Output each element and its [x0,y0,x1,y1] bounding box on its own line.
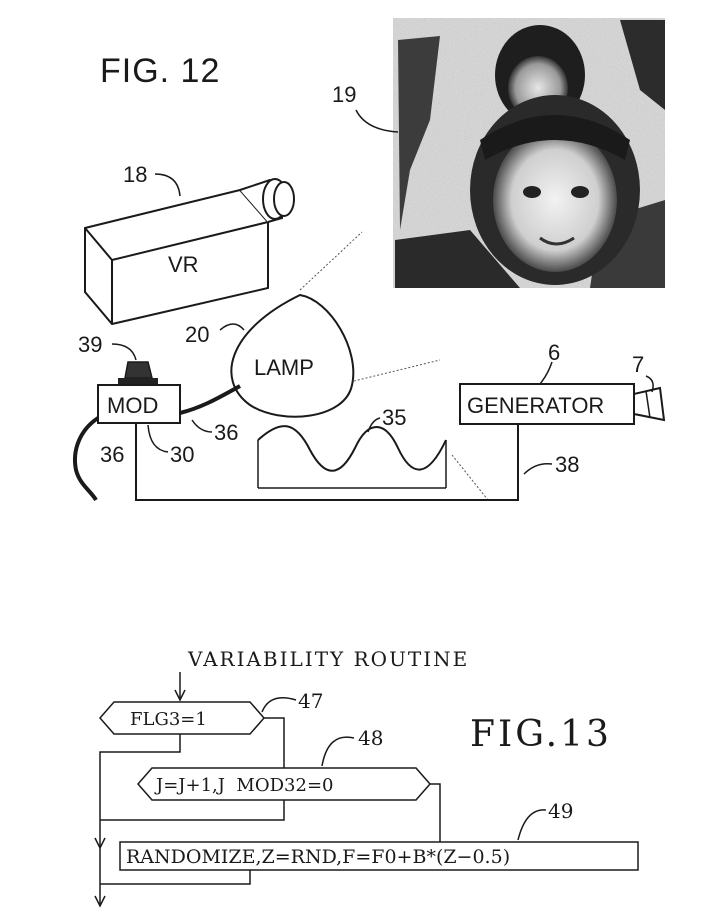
ref-18: 18 [123,162,147,187]
fig13-heading: VARIABILITY ROUTINE [187,647,469,671]
cord-36-left [73,416,100,502]
light-line-upper [299,231,363,291]
photo-image [393,18,665,288]
step-49-text: RANDOMIZE,Z=RND,F=F0+B*(Z−0.5) [126,846,510,868]
ref-35: 35 [382,405,406,430]
ref-20: 20 [185,322,209,347]
ref-36-left: 36 [100,442,124,467]
step-47-text: FLG3=1 [130,709,207,730]
leader-35 [367,417,381,433]
ref-19: 19 [332,82,356,107]
ref-30: 30 [170,442,194,467]
leader-6 [539,361,553,385]
leader-19 [355,109,399,133]
mod-label: MOD [107,393,158,418]
leader-20 [219,323,245,331]
dotted-line-waveform [451,454,489,501]
leader-30 [147,424,169,453]
light-line-lower [349,359,441,383]
ref-38: 38 [555,452,579,477]
lamp-shape [230,293,355,418]
ref-6: 6 [548,340,560,365]
leader-49 [517,809,547,841]
cord-36-right [179,384,241,415]
generator-nozzle-7 [633,386,666,422]
leader-47 [261,697,297,713]
leader-38 [523,462,553,475]
generator-label: GENERATOR [467,393,604,418]
ref-49: 49 [548,799,573,823]
wire-38 [135,423,519,501]
ref-36-right: 36 [214,420,238,445]
vr-camera [84,178,295,326]
knob-39 [118,361,158,384]
fig12-title: FIG. 12 [100,52,220,90]
ref-7: 7 [632,352,644,377]
lamp-label: LAMP [254,355,314,380]
ref-39: 39 [78,332,102,357]
fig13-title: FIG.13 [470,714,612,755]
ref-48: 48 [358,726,383,750]
leader-7 [645,375,654,393]
process-49 [119,841,639,871]
waveform-35 [257,425,447,489]
ref-47: 47 [298,689,323,713]
step-48-text: J=J+1,J MOD32=0 [154,775,334,796]
leader-36-right [191,419,213,433]
generator-box [459,383,635,425]
leader-39 [111,343,137,361]
mod-box [97,384,181,424]
leader-18 [154,173,181,197]
vr-label: VR [168,252,199,277]
leader-48 [321,736,355,767]
